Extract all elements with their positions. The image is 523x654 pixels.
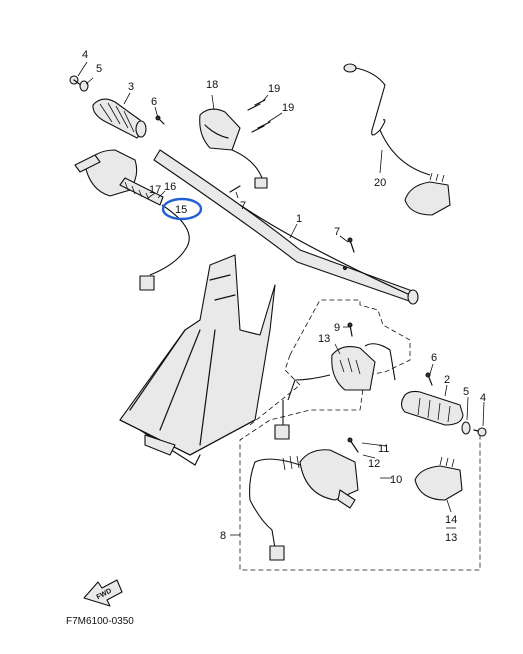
right-grip[interactable]	[400, 390, 464, 426]
throttle-housing[interactable]	[74, 149, 164, 206]
washer-left[interactable]	[79, 80, 89, 92]
callout-17[interactable]: 17	[149, 184, 161, 196]
callout-7-left[interactable]: 7	[240, 200, 246, 212]
drawing-code: F7M6100-0350	[66, 616, 134, 627]
lever-11[interactable]	[347, 437, 359, 453]
screw-19b[interactable]	[251, 121, 271, 133]
callout-4-left[interactable]: 4	[82, 49, 88, 61]
grip-end-bolt-right[interactable]	[473, 427, 487, 437]
screw-9[interactable]	[347, 322, 353, 337]
callout-6-left[interactable]: 6	[151, 96, 157, 108]
assembly-8-outline	[239, 299, 481, 571]
callout-19-lower[interactable]: 19	[282, 102, 294, 114]
throttle-cable-wire	[139, 204, 190, 291]
leader-lines	[77, 61, 485, 536]
lanyard-switch[interactable]	[343, 63, 451, 216]
fwd-arrow-icon: FWD	[83, 579, 123, 607]
callout-10[interactable]: 10	[390, 474, 402, 486]
screw-7-left[interactable]	[229, 185, 241, 193]
washer-right[interactable]	[461, 421, 471, 435]
callout-16[interactable]: 16	[164, 181, 176, 193]
callout-5-right[interactable]: 5	[463, 386, 469, 398]
callout-7-right[interactable]: 7	[334, 226, 340, 238]
highlight-part-15[interactable]: 15	[161, 197, 203, 221]
callout-1[interactable]: 1	[296, 213, 302, 225]
switch-bracket-right[interactable]	[274, 343, 396, 440]
screw-6-top[interactable]	[155, 115, 165, 125]
callout-3[interactable]: 3	[128, 81, 134, 93]
callout-19-upper[interactable]: 19	[268, 83, 280, 95]
switch-assembly-right[interactable]	[249, 449, 359, 561]
callout-13-lower[interactable]: 13	[445, 532, 457, 544]
callout-9[interactable]: 9	[334, 322, 340, 334]
callout-13-upper[interactable]: 13	[318, 333, 330, 345]
callout-5-left[interactable]: 5	[96, 63, 102, 75]
callout-8[interactable]: 8	[220, 530, 226, 542]
screw-7-right[interactable]	[347, 237, 355, 253]
screw-6-right[interactable]	[425, 372, 433, 386]
callout-15[interactable]: 15	[175, 204, 187, 216]
callout-14[interactable]: 14	[445, 514, 457, 526]
callout-6-right[interactable]: 6	[431, 352, 437, 364]
steering-column	[119, 254, 276, 466]
callout-12[interactable]: 12	[368, 458, 380, 470]
callout-18[interactable]: 18	[206, 79, 218, 91]
switch-bracket-top[interactable]	[199, 108, 268, 189]
handlebar[interactable]	[153, 149, 419, 305]
callout-4-right[interactable]: 4	[480, 392, 486, 404]
callout-20[interactable]: 20	[374, 177, 386, 189]
switch-cover-14[interactable]	[414, 456, 463, 501]
left-grip[interactable]	[92, 98, 147, 139]
callout-2[interactable]: 2	[444, 374, 450, 386]
highlight-ring	[161, 197, 203, 221]
callout-11[interactable]: 11	[378, 443, 389, 455]
callouts: 4 5 3 6 18 19 19 20 17 16 7 1 7 9 13 6 2…	[82, 49, 486, 544]
